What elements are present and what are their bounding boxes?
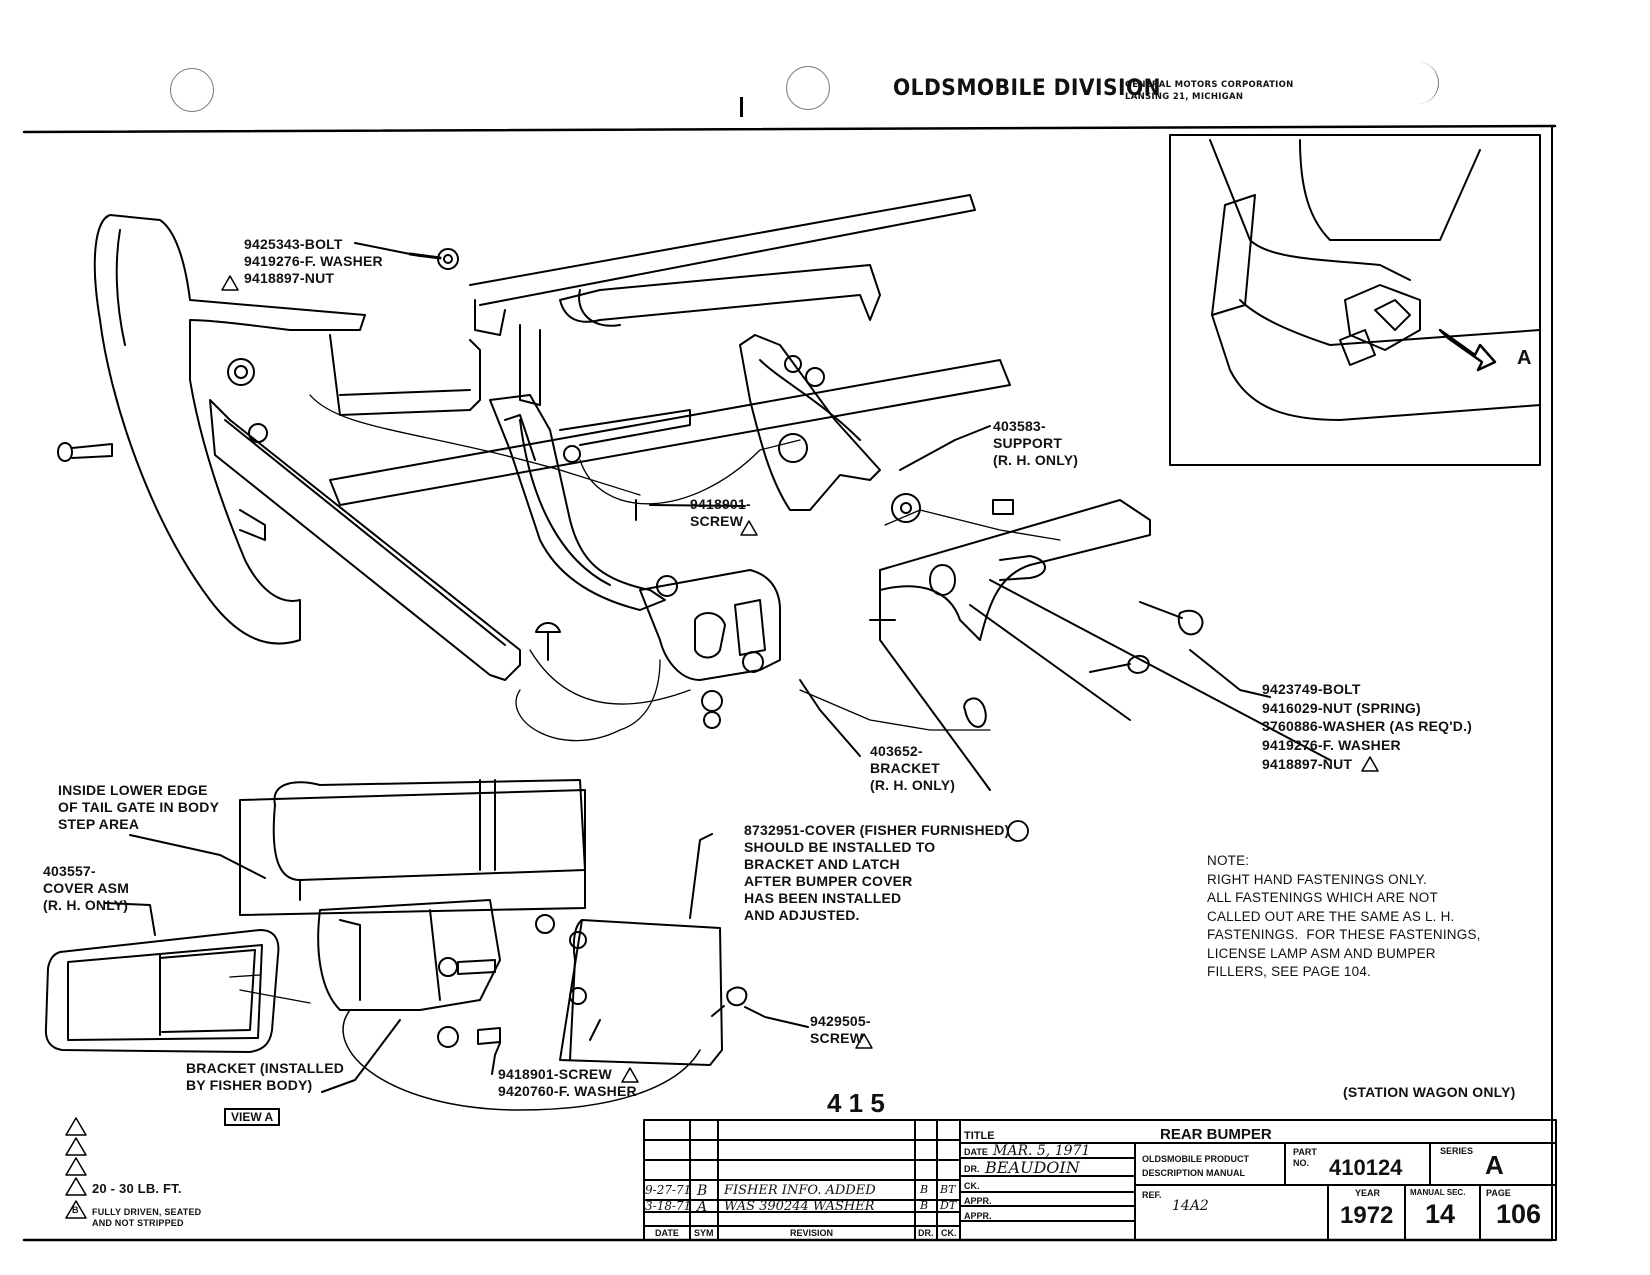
rev-2-sym: A [697,1199,708,1215]
rev-1-dr: B [920,1183,929,1196]
torque-legend: 20 - 30 LB. FT. [92,1181,182,1196]
corp-name: GENERAL MOTORS CORPORATION [1125,80,1294,90]
callout-screw-bottom: 9418901-SCREW [498,1066,612,1082]
callout-bolt-right: 9423749-BOLT [1262,681,1361,697]
b-legend-note: FULLY DRIVEN, SEATED AND NOT STRIPPED [92,1207,202,1228]
bumper-end-cap [93,214,366,645]
rev-1-ck: BT [940,1183,956,1196]
callout-washer-top: 9419276-F. WASHER [244,253,383,269]
callout-screw-mid: 9418901- SCREW [690,496,751,529]
callout-screw-right: 9429505- SCREW [810,1013,871,1046]
ref-label: REF. [1142,1190,1162,1200]
rev-2-dr: B [920,1199,929,1212]
rev-2-date: 3-18-71 [645,1199,692,1213]
page-stamp: 4 1 5 [827,1088,885,1118]
callout-bracket: 403652- BRACKET (R. H. ONLY) [870,743,956,793]
date-value: MAR. 5, 1971 [993,1143,1091,1159]
date-label: DATE [964,1147,988,1157]
callout-bracket-fisher: BRACKET (INSTALLED BY FISHER BODY) [186,1060,345,1093]
callout-cover-asm: 403557- COVER ASM (R. H. ONLY) [43,863,130,913]
punch-hole-left [170,68,214,112]
rev-header-revision: REVISION [790,1228,834,1238]
part-number: 410124 [1329,1155,1403,1180]
series-label: SERIES [1440,1146,1474,1156]
callout-nut-spring: 9416029-NUT (SPRING) [1262,700,1421,716]
part-label: PART NO. [1293,1147,1317,1168]
rev-header-date: DATE [655,1228,679,1238]
ref-value: 14A2 [1172,1198,1209,1214]
page-value: 106 [1496,1199,1542,1229]
rev-header-sym: SYM [694,1228,714,1238]
manual-name: OLDSMOBILE PRODUCT DESCRIPTION MANUAL [1142,1154,1249,1178]
year-value: 1972 [1340,1202,1394,1229]
callout-washer-right: 9419276-F. WASHER [1262,737,1401,753]
callout-nut-right: 9418897-NUT [1262,756,1353,772]
ck-label: CK. [964,1181,980,1191]
inset-view-a [1209,139,1541,421]
tick-mark [740,97,743,117]
title-value: REAR BUMPER [1160,1126,1272,1143]
division-name: OLDSMOBILE DIVISION [893,76,1162,101]
callout-bolt-top: 9425343-BOLT [244,236,343,252]
city-name: LANSING 21, MICHIGAN [1125,92,1244,102]
station-wagon-note: (STATION WAGON ONLY) [1343,1084,1516,1100]
rev-2-text: WAS 390244 WASHER [724,1199,875,1214]
b-legend-letter: B [72,1205,79,1215]
title-label: TITLE [964,1130,995,1142]
callout-washer-asreq: 3760886-WASHER (AS REQ'D.) [1262,718,1473,734]
dr-value: BEAUDOIN [985,1158,1080,1177]
sec-label: MANUAL SEC. [1410,1188,1466,1197]
sec-value: 14 [1425,1199,1456,1229]
year-label: YEAR [1355,1188,1381,1198]
rev-header-dr: DR. [918,1228,934,1238]
note-text: NOTE: RIGHT HAND FASTENINGS ONLY. ALL FA… [1207,853,1481,979]
callout-fisher-cover: 8732951-COVER (FISHER FURNISHED) SHOULD … [744,822,1010,923]
callout-nut-top: 9418897-NUT [244,270,335,286]
rev-1-date: 9-27-71 [645,1183,692,1197]
inset-arrow-label: A [1517,347,1532,369]
callout-inside-edge: INSIDE LOWER EDGE OF TAIL GATE IN BODY S… [58,782,220,832]
appr2-label: APPR. [964,1211,992,1221]
rev-1-sym: B [697,1183,708,1199]
dr-label: DR. [964,1164,980,1174]
rev-2-ck: DT [940,1199,957,1212]
punch-hole-right [1398,62,1439,104]
callout-support: 403583- SUPPORT (R. H. ONLY) [993,418,1079,468]
punch-hole-center [786,66,830,110]
view-a-label: VIEW A [224,1108,281,1126]
series-value: A [1485,1150,1504,1180]
appr-label: APPR. [964,1196,992,1206]
callout-washer-bottom: 9420760-F. WASHER [498,1083,637,1099]
rev-1-text: FISHER INFO. ADDED [724,1183,876,1198]
page-label: PAGE [1486,1188,1511,1198]
rev-header-ck: CK. [941,1228,957,1238]
